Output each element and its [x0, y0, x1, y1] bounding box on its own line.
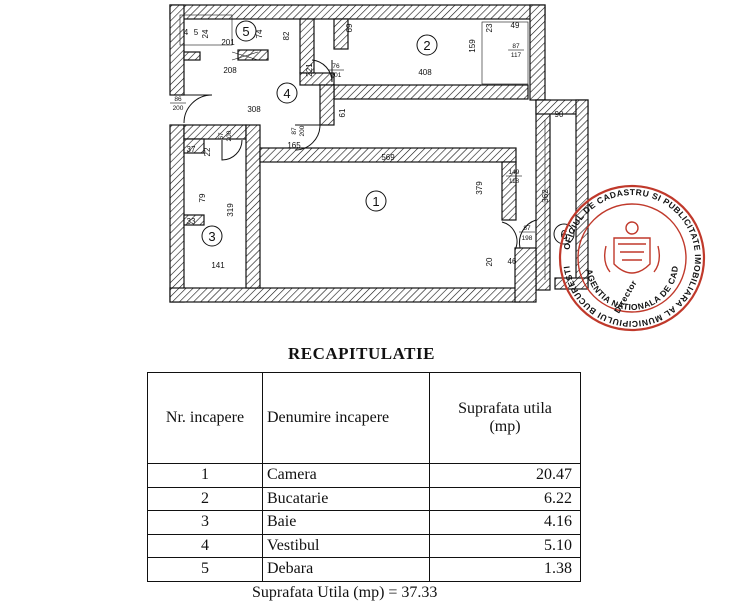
dim-201: 201: [221, 38, 235, 47]
door-label-f-den: 198: [522, 235, 533, 242]
row-nr: 5: [147, 557, 263, 582]
dim-408: 408: [418, 68, 432, 77]
room-number-3: 3: [201, 225, 223, 247]
dim-141: 141: [211, 261, 225, 270]
row-name: Baie: [262, 510, 430, 535]
dim-20: 20: [485, 257, 494, 266]
total-area: Suprafata Utila (mp) = 37.33: [252, 584, 438, 601]
dim-308: 308: [247, 105, 261, 114]
door-label-e-den: 200: [226, 130, 233, 141]
dim-4: 4: [184, 28, 189, 37]
dim-33: 33: [187, 217, 196, 226]
outer-walls: [169, 4, 589, 303]
table-row: 5 Debara 1.38: [147, 557, 581, 582]
door-label-e: 67: [218, 132, 225, 140]
dim-221: 221: [305, 63, 314, 77]
svg-text:2: 2: [423, 38, 430, 53]
door-swings: [183, 59, 537, 251]
room-number-1: 1: [365, 190, 387, 212]
dim-49: 49: [511, 21, 520, 30]
door-label-a-den: 117: [511, 52, 522, 59]
recap-table: Nr. incapere Denumire incapere Suprafata…: [147, 372, 581, 582]
door-label-c-den: 200: [173, 105, 184, 112]
door-label-c: 86: [174, 96, 182, 103]
row-name: Bucatarie: [262, 486, 430, 511]
row-name: Debara: [262, 557, 430, 582]
door-label-g: 149: [509, 169, 520, 176]
dim-362: 362: [541, 189, 550, 203]
door-label-a: 87: [512, 43, 520, 50]
door-label-b: 76: [332, 63, 340, 70]
row-nr: 4: [147, 533, 263, 558]
recap-title: RECAPITULATIE: [288, 344, 435, 363]
header-name: Denumire incapere: [262, 372, 430, 464]
header-nr: Nr. incapere: [147, 372, 263, 464]
floor-plan: 1 2 3 4 5 6 569 379 408 159 308 319 141 …: [169, 4, 706, 332]
inner-walls: [183, 18, 529, 289]
dim-159: 159: [468, 39, 477, 53]
room-number-2: 2: [416, 34, 438, 56]
dim-319: 319: [226, 203, 235, 217]
row-area: 20.47: [429, 463, 581, 488]
table-row: 3 Baie 4.16: [147, 510, 581, 535]
dim-79: 79: [198, 193, 207, 202]
row-nr: 1: [147, 463, 263, 488]
dim-90: 90: [555, 110, 564, 119]
row-name: Camera: [262, 463, 430, 488]
dim-61: 61: [338, 108, 347, 117]
dimension-labels: 569 379 408 159 308 319 141 362 208 201 …: [184, 21, 564, 270]
dim-74: 74: [255, 29, 264, 38]
dim-37: 37: [187, 145, 196, 154]
door-labels: 87 117 76 201 86 200 87 200 67 200 87 19…: [170, 43, 535, 242]
dim-208: 208: [223, 66, 237, 75]
room-number-4: 4: [276, 82, 298, 104]
header-area-line2: (mp): [489, 418, 521, 435]
table-row: 1 Camera 20.47: [147, 463, 581, 488]
door-label-d-den: 200: [299, 125, 306, 136]
svg-text:5: 5: [242, 24, 249, 39]
dim-82: 82: [282, 31, 291, 40]
dim-69: 69: [345, 23, 354, 32]
dim-23: 23: [485, 23, 494, 32]
dim-24: 24: [201, 29, 210, 38]
row-area: 1.38: [429, 557, 581, 582]
table-row: 4 Vestibul 5.10: [147, 533, 581, 558]
door-label-b-den: 201: [331, 72, 342, 79]
svg-text:1: 1: [372, 194, 379, 209]
row-nr: 3: [147, 510, 263, 535]
svg-text:3: 3: [208, 229, 215, 244]
row-area: 6.22: [429, 486, 581, 511]
coat-of-arms-icon: [603, 221, 661, 274]
dim-5: 5: [194, 28, 199, 37]
dim-379: 379: [475, 181, 484, 195]
door-label-f: 87: [523, 225, 531, 232]
row-nr: 2: [147, 486, 263, 511]
header-area-line1: Suprafata utila: [458, 400, 552, 417]
row-area: 4.16: [429, 510, 581, 535]
dim-569: 569: [381, 153, 395, 162]
svg-text:4: 4: [283, 86, 290, 101]
room-number-5: 5: [235, 20, 257, 42]
table-header-row: Nr. incapere Denumire incapere Suprafata…: [147, 372, 581, 464]
table-row: 2 Bucatarie 6.22: [147, 486, 581, 511]
door-label-d: 87: [291, 127, 298, 135]
row-area: 5.10: [429, 533, 581, 558]
row-name: Vestibul: [262, 533, 430, 558]
dim-165: 165: [287, 141, 301, 150]
dim-22: 22: [203, 147, 212, 156]
door-label-g-den: 118: [509, 178, 520, 185]
dim-46: 46: [508, 257, 517, 266]
inner-lines: [179, 14, 546, 280]
header-area: Suprafata utila (mp): [429, 372, 581, 464]
